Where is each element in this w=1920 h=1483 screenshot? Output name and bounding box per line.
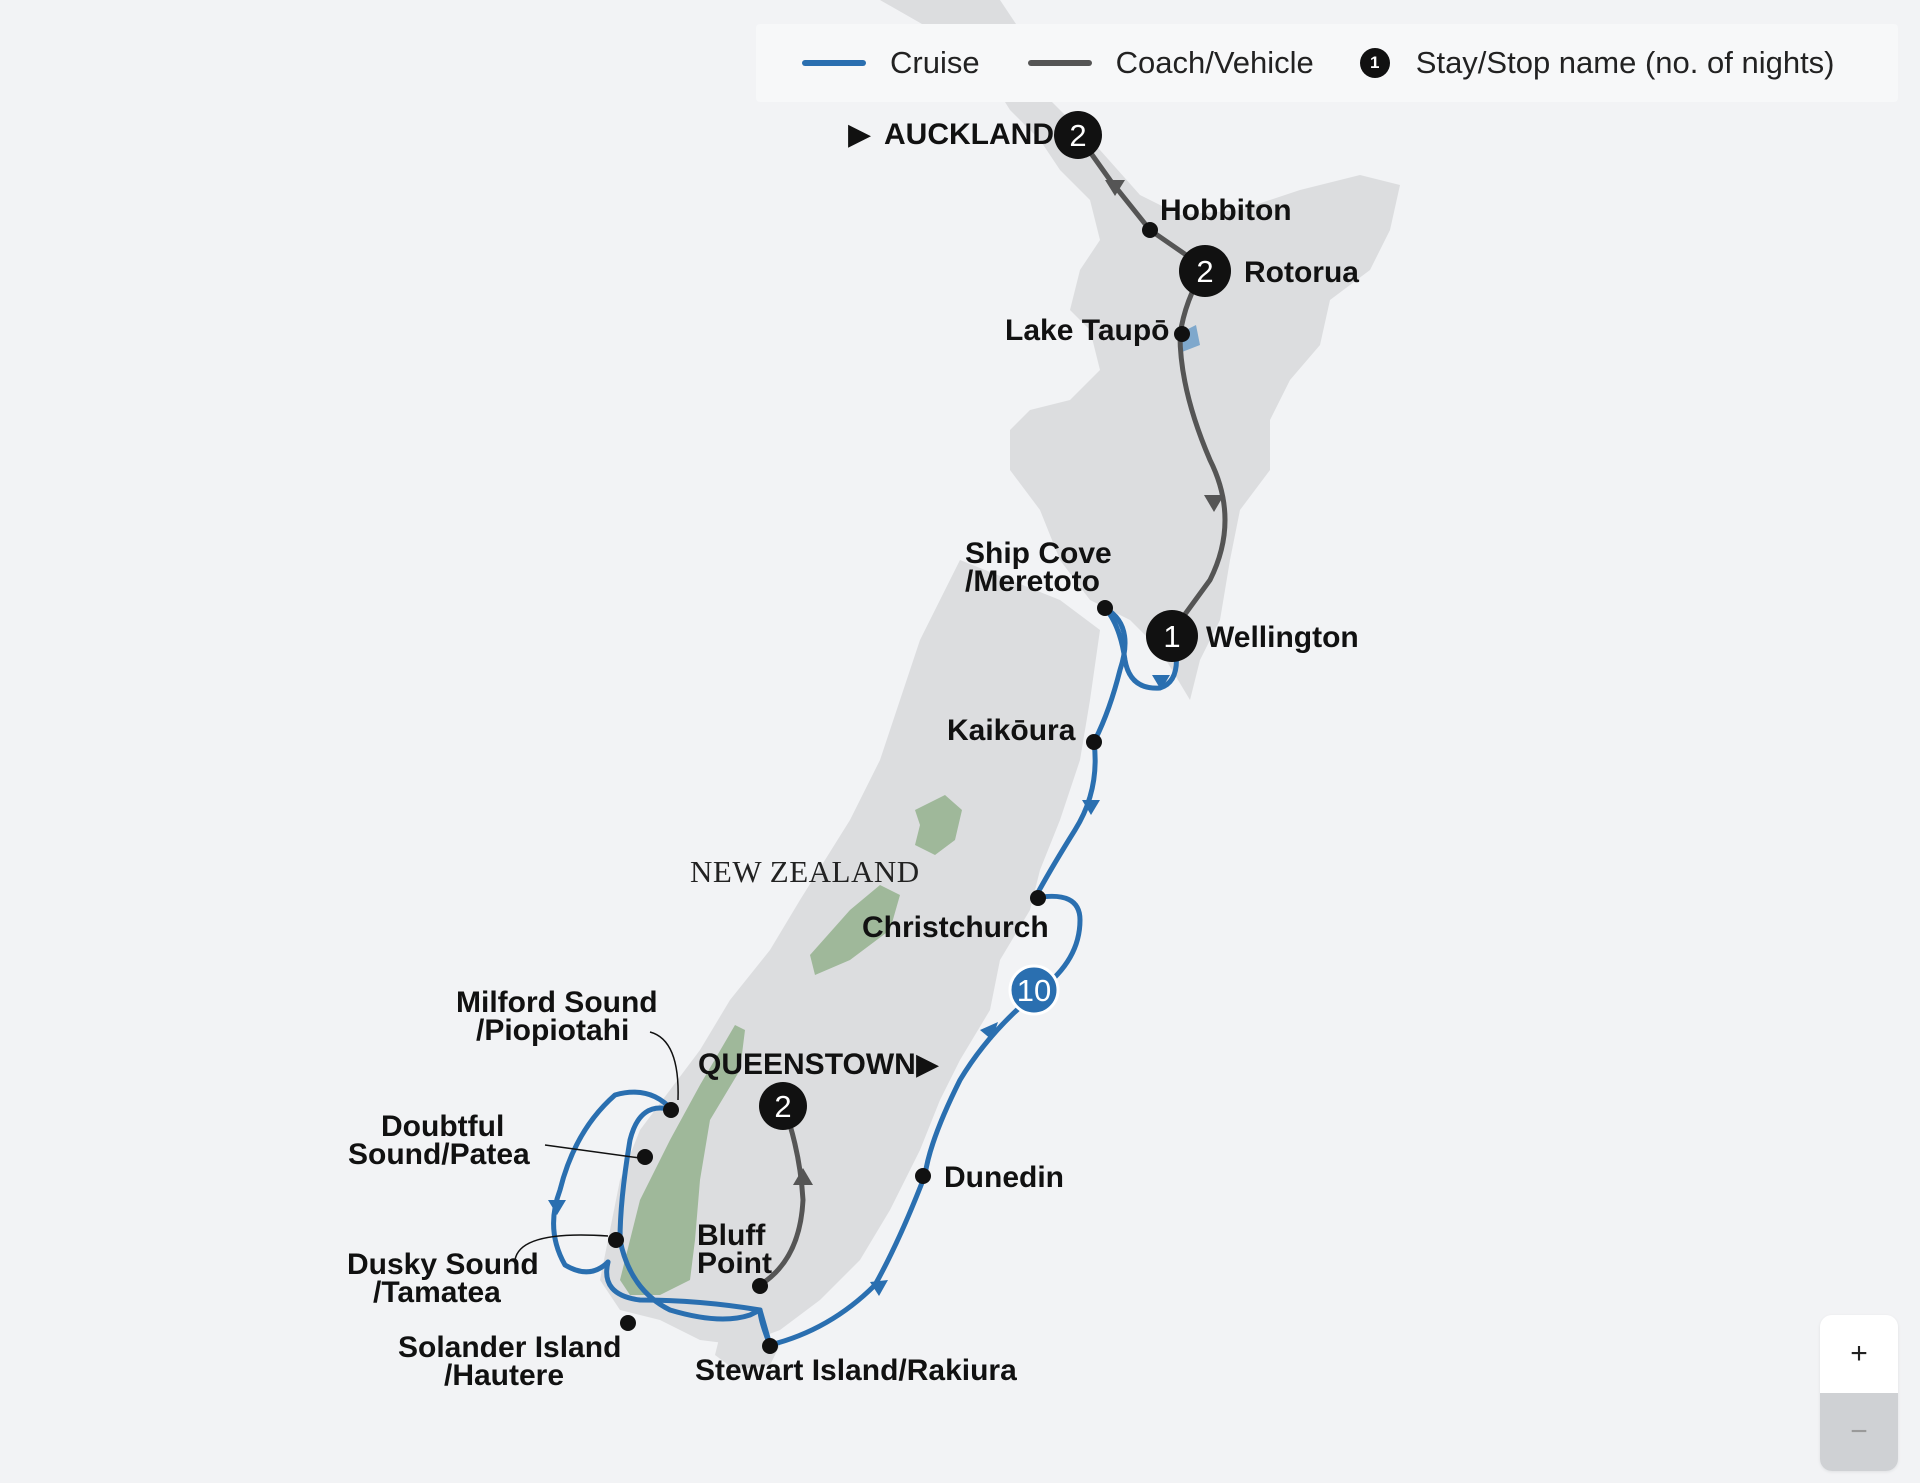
leader-lines <box>514 1031 679 1261</box>
stop-dot-dusky <box>608 1232 624 1248</box>
svg-text:10: 10 <box>1017 973 1051 1008</box>
legend-coach-label: Coach/Vehicle <box>1115 45 1314 80</box>
end-marker: ▶ <box>916 1048 939 1081</box>
cruise-nights-badge[interactable]: 10 <box>1008 964 1060 1016</box>
stop-dot-solander <box>620 1315 636 1331</box>
park-arthurs-pass <box>915 795 962 855</box>
svg-text:2: 2 <box>1196 254 1213 289</box>
start-marker: ▶ <box>848 118 871 151</box>
label-dusky-1: Dusky Sound <box>347 1248 539 1281</box>
label-dunedin: Dunedin <box>944 1161 1064 1194</box>
stop-dot-ship-cove <box>1097 600 1113 616</box>
label-ship-cove-2: /Meretoto <box>965 565 1100 598</box>
label-milford-1: Milford Sound <box>456 986 658 1019</box>
label-wellington: Wellington <box>1206 621 1359 654</box>
label-queenstown: QUEENSTOWN <box>698 1048 916 1081</box>
legend-coach: Coach/Vehicle <box>1027 45 1314 81</box>
label-rotorua: Rotorua <box>1244 256 1359 289</box>
country-label: NEW ZEALAND <box>690 854 920 889</box>
north-island-land <box>880 0 1400 700</box>
coach-arrows <box>793 180 1224 1185</box>
zoom-controls: + − <box>1820 1315 1898 1471</box>
stewart-island-land <box>715 1330 780 1370</box>
label-bluff-1: Bluff <box>697 1219 766 1252</box>
stop-dot-hobbiton <box>1142 222 1158 238</box>
map-legend: Cruise Coach/Vehicle 1 Stay/Stop name (n… <box>756 24 1898 102</box>
label-auckland: AUCKLAND <box>884 118 1054 151</box>
coach-route <box>757 132 1228 1288</box>
legend-stay-label: Stay/Stop name (no. of nights) <box>1415 45 1835 80</box>
park-fiordland <box>620 1025 745 1295</box>
stop-dots <box>608 222 1190 1354</box>
label-hobbiton: Hobbiton <box>1160 194 1292 227</box>
cruise-line-swatch <box>802 60 866 66</box>
stop-dot-bluff <box>752 1278 768 1294</box>
legend-stay: 1 Stay/Stop name (no. of nights) <box>1359 45 1835 81</box>
zoom-in-button[interactable]: + <box>1820 1315 1898 1393</box>
label-kaikoura: Kaikōura <box>947 714 1076 747</box>
label-bluff-2: Point <box>697 1247 772 1280</box>
stop-dot-doubtful <box>637 1149 653 1165</box>
stop-dot-lake-taupo <box>1174 326 1190 342</box>
stay-badge-auckland[interactable]: 2 <box>1054 111 1102 159</box>
stop-dot-kaikoura <box>1086 734 1102 750</box>
label-solander-2: /Hautere <box>444 1359 564 1392</box>
stay-badge-queenstown[interactable]: 2 <box>759 1082 807 1130</box>
stop-dot-milford <box>663 1102 679 1118</box>
stay-badge-wellington[interactable]: 1 <box>1146 610 1198 662</box>
legend-cruise: Cruise <box>802 45 980 81</box>
label-stewart-island: Stewart Island/Rakiura <box>695 1354 1017 1387</box>
zoom-out-button[interactable]: − <box>1820 1393 1898 1471</box>
park-mount-cook <box>810 885 900 975</box>
label-solander-1: Solander Island <box>398 1331 621 1364</box>
svg-text:2: 2 <box>1069 118 1086 153</box>
stop-dot-stewart-island <box>762 1338 778 1354</box>
label-doubtful-1: Doubtful <box>381 1110 504 1143</box>
stay-badge-rotorua[interactable]: 2 <box>1179 245 1231 297</box>
stay-dot-icon: 1 <box>1359 48 1390 78</box>
label-milford-2: /Piopiotahi <box>476 1014 629 1047</box>
label-doubtful-2: Sound/Patea <box>348 1138 530 1171</box>
stop-dot-christchurch <box>1030 890 1046 906</box>
legend-cruise-label: Cruise <box>890 45 980 80</box>
label-lake-taupo: Lake Taupō <box>1005 314 1169 347</box>
label-christchurch: Christchurch <box>862 911 1049 944</box>
label-dusky-2: /Tamatea <box>373 1276 501 1309</box>
svg-text:1: 1 <box>1163 619 1180 654</box>
stop-dot-dunedin <box>915 1168 931 1184</box>
coach-line-swatch <box>1027 60 1092 66</box>
cruise-arrows <box>548 675 1170 1296</box>
label-ship-cove-1: Ship Cove <box>965 537 1112 570</box>
svg-text:2: 2 <box>774 1089 791 1124</box>
